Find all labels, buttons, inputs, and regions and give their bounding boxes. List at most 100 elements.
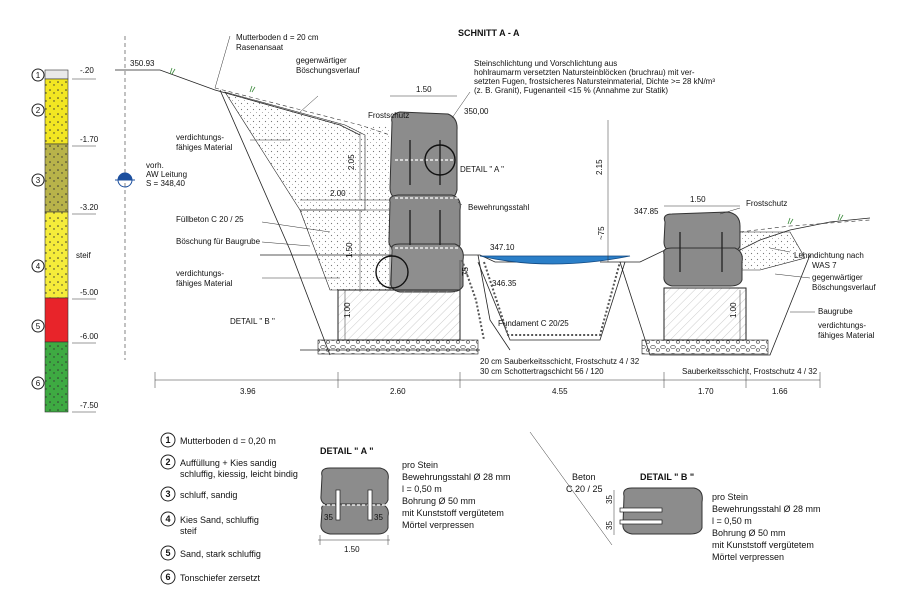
label-steinschlichtung: Steinschlichtung und Vorschlichtung aus (474, 59, 617, 68)
svg-text:Bewehrungsstahl Ø 28 mm: Bewehrungsstahl Ø 28 mm (402, 472, 511, 482)
label-fundament: Fundament C 20/25 (498, 319, 569, 328)
legend-item-1: 1 Mutterboden d = 0,20 m (160, 432, 276, 448)
label-lehmdichtung: WAS 7 (812, 261, 837, 270)
soil-profile: 1 2 3 4 5 6 -.20 -1.70 -3.20 steif -5.00… (31, 66, 99, 413)
label-verdichtung-2: fähiges Material (176, 279, 233, 288)
steif-label: steif (76, 251, 91, 260)
detail-a: DETAIL " A " 35 35 1.50 pro Stein Bewehr… (318, 446, 511, 554)
svg-text:schluffig, kiessig, leicht bin: schluffig, kiessig, leicht bindig (180, 469, 298, 479)
detail-b: DETAIL " B " Beton C 20 / 25 35 35 pro S… (566, 472, 821, 562)
svg-text:6: 6 (36, 379, 41, 388)
dim-75: 75 (461, 267, 470, 276)
detail-b-dim-top: 35 (605, 495, 614, 504)
gravel-left (317, 339, 479, 355)
detail-a-title: DETAIL " A " (320, 446, 374, 456)
soil-layer-1 (44, 69, 69, 80)
svg-text:Bewehrungsstahl Ø 28 mm: Bewehrungsstahl Ø 28 mm (712, 504, 821, 514)
legend-item-3: 3 schluff, sandig (160, 486, 237, 502)
svg-text:pro Stein: pro Stein (712, 492, 748, 502)
label-boeschung: gegenwärtiger (296, 56, 347, 65)
detail-a-dim-left: 35 (324, 513, 333, 522)
detail-a-dim-width: 1.50 (344, 545, 360, 554)
label-rasenansaat: Rasenansaat (236, 43, 284, 52)
soil-layer-5 (44, 297, 69, 343)
level-label: -6.00 (80, 332, 99, 341)
elev-34710: 347.10 (490, 243, 515, 252)
label-verdichtung: fähiges Material (176, 143, 233, 152)
detail-b-marker: DETAIL " B " (230, 317, 275, 326)
dim-215: 2.15 (595, 159, 604, 175)
svg-text:5: 5 (36, 322, 41, 331)
dim-bottom: 3.96 (240, 387, 256, 396)
label-frostschutz: Frostschutz (368, 111, 409, 120)
profile-number-4: 4 (31, 259, 45, 273)
label-steinschlichtung: hohlraumarm versetzten Natursteinblöcken… (474, 68, 695, 77)
label-lehmdichtung: Lehmdichtung nach (794, 251, 864, 260)
label-aw-leitung: AW Leitung (146, 170, 187, 179)
legend-item-6: 6 Tonschiefer zersetzt (160, 569, 261, 585)
label-aw-leitung: vorh. (146, 161, 164, 170)
detail-b-beton: Beton (572, 472, 596, 482)
label-verdichtung: verdichtungs- (176, 133, 224, 142)
gravel-right (641, 339, 769, 355)
dim-m75: ~75 (597, 226, 606, 240)
legend-item-2: 2 Auffüllung + Kies sandig schluffig, ki… (160, 454, 298, 479)
label-boeschung: Böschungsverlauf (296, 66, 360, 75)
dim-150-v: 1.50 (345, 242, 354, 258)
label-schotter: 30 cm Schottertragschicht 56 / 120 (480, 367, 604, 376)
svg-text:1: 1 (165, 435, 170, 445)
dim-bottom: 1.70 (698, 387, 714, 396)
svg-text:mit Kunststoff vergütetem: mit Kunststoff vergütetem (402, 508, 504, 518)
foundation-left (337, 289, 461, 341)
label-boeschung-right: Böschungsverlauf (812, 283, 876, 292)
label-steinschlichtung: setzten Fugen, frostsicheres Natursteinm… (474, 77, 715, 86)
level-label: -5.00 (80, 288, 99, 297)
section-title: SCHNITT A - A (458, 28, 520, 38)
svg-text:Bohrung Ø 50 mm: Bohrung Ø 50 mm (402, 496, 476, 506)
dim-bottom: 4.55 (552, 387, 568, 396)
svg-text:pro Stein: pro Stein (402, 460, 438, 470)
label-sauberkeit-right: Sauberkeitsschicht, Frostschutz 4 / 32 (682, 367, 818, 376)
svg-text:l = 0,50 m: l = 0,50 m (402, 484, 442, 494)
dim-205: 2.05 (347, 154, 356, 170)
label-verdichtung-2: verdichtungs- (176, 269, 224, 278)
level-label: -7.50 (80, 401, 99, 410)
svg-text:4: 4 (165, 514, 170, 524)
label-steinschlichtung: (z. B. Granit), Fugenanteil <15 % (Annah… (474, 86, 668, 95)
svg-text:6: 6 (165, 572, 170, 582)
grass-icon (169, 67, 844, 225)
profile-number-1: 1 (31, 68, 45, 82)
main-section: SCHNITT A - A 350.93 (115, 28, 876, 396)
dim-100-right: 1.00 (729, 302, 738, 318)
stone-wall-right (663, 211, 743, 287)
label-frostschutz-right: Frostschutz (746, 199, 787, 208)
dim-150-top: 1.50 (416, 85, 432, 94)
profile-number-5: 5 (31, 319, 45, 333)
detail-b-title: DETAIL " B " (640, 472, 694, 482)
legend-item-5: 5 Sand, stark schluffig (160, 545, 261, 561)
label-boeschung-baugrube: Böschung für Baugrube (176, 237, 261, 246)
svg-text:schluff, sandig: schluff, sandig (180, 490, 237, 500)
detail-b-dim-bottom: 35 (605, 521, 614, 530)
dim-bottom: 1.66 (772, 387, 788, 396)
legend: 1 Mutterboden d = 0,20 m 2 Auffüllung + … (160, 432, 298, 585)
svg-text:Mörtel verpressen: Mörtel verpressen (712, 552, 784, 562)
svg-text:4: 4 (36, 262, 41, 271)
label-boeschung-right: gegenwärtiger (812, 273, 863, 282)
svg-text:3: 3 (36, 176, 41, 185)
dim-200: 2.00 (330, 189, 346, 198)
label-verdichtung-right: verdichtungs- (818, 321, 866, 330)
profile-number-2: 2 (31, 103, 45, 117)
svg-text:5: 5 (165, 548, 170, 558)
label-baugrube: Baugrube (818, 307, 853, 316)
profile-number-3: 3 (31, 173, 45, 187)
level-label: -3.20 (80, 203, 99, 212)
label-aw-leitung: S = 348,40 (146, 179, 185, 188)
svg-text:2: 2 (36, 106, 41, 115)
profile-number-6: 6 (31, 376, 45, 390)
svg-text:Bohrung Ø 50 mm: Bohrung Ø 50 mm (712, 528, 786, 538)
svg-text:3: 3 (165, 489, 170, 499)
stone-wall-left (388, 111, 464, 293)
svg-text:Kies Sand, schluffig: Kies Sand, schluffig (180, 515, 259, 525)
